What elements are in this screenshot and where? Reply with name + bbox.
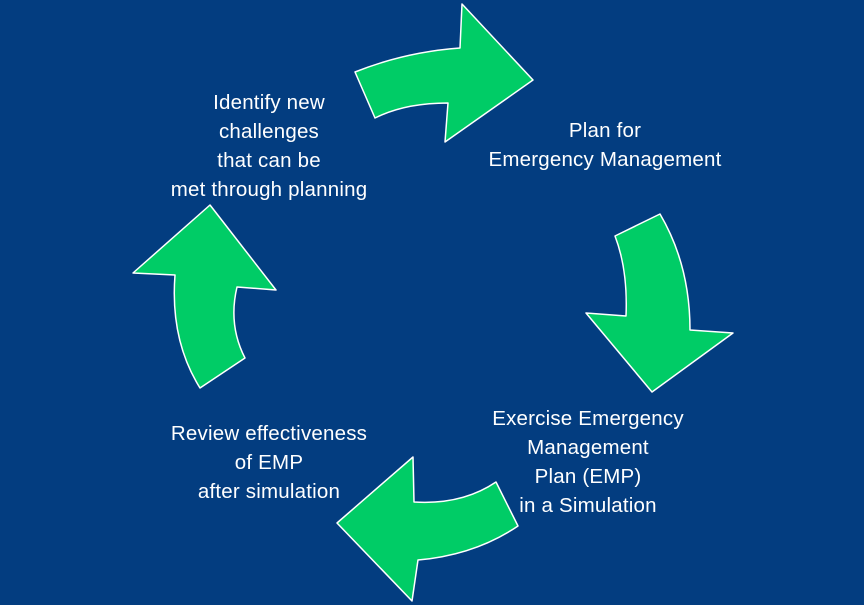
stage-line: challenges bbox=[218, 120, 319, 143]
arrow-to-exercise bbox=[585, 213, 734, 393]
stage-line: of EMP bbox=[234, 451, 304, 474]
stage-label-review: Review effectiveness of EMP after simula… bbox=[150, 419, 388, 506]
arrow-to-review bbox=[336, 456, 519, 602]
stage-label-plan: Plan for Emergency Management bbox=[462, 116, 748, 174]
stage-line: that can be bbox=[217, 149, 321, 172]
stage-label-identify-challenges: Identify new challenges that can be met … bbox=[150, 88, 388, 204]
stage-line: Plan (EMP) bbox=[534, 465, 642, 488]
stage-line: Emergency Management bbox=[488, 148, 722, 171]
stage-line: Management bbox=[527, 436, 649, 459]
stage-line: Plan for bbox=[568, 119, 642, 142]
stage-line: Review effectiveness bbox=[170, 422, 368, 445]
stage-line: in a Simulation bbox=[519, 494, 657, 517]
arrow-to-plan bbox=[354, 3, 534, 143]
stage-line: Identify new bbox=[213, 91, 325, 114]
stage-line: after simulation bbox=[197, 480, 341, 503]
stage-line: met through planning bbox=[170, 178, 368, 201]
arrow-to-identify bbox=[132, 204, 277, 389]
stage-line: Exercise Emergency bbox=[492, 407, 684, 430]
stage-label-exercise: Exercise Emergency Management Plan (EMP)… bbox=[470, 404, 706, 520]
